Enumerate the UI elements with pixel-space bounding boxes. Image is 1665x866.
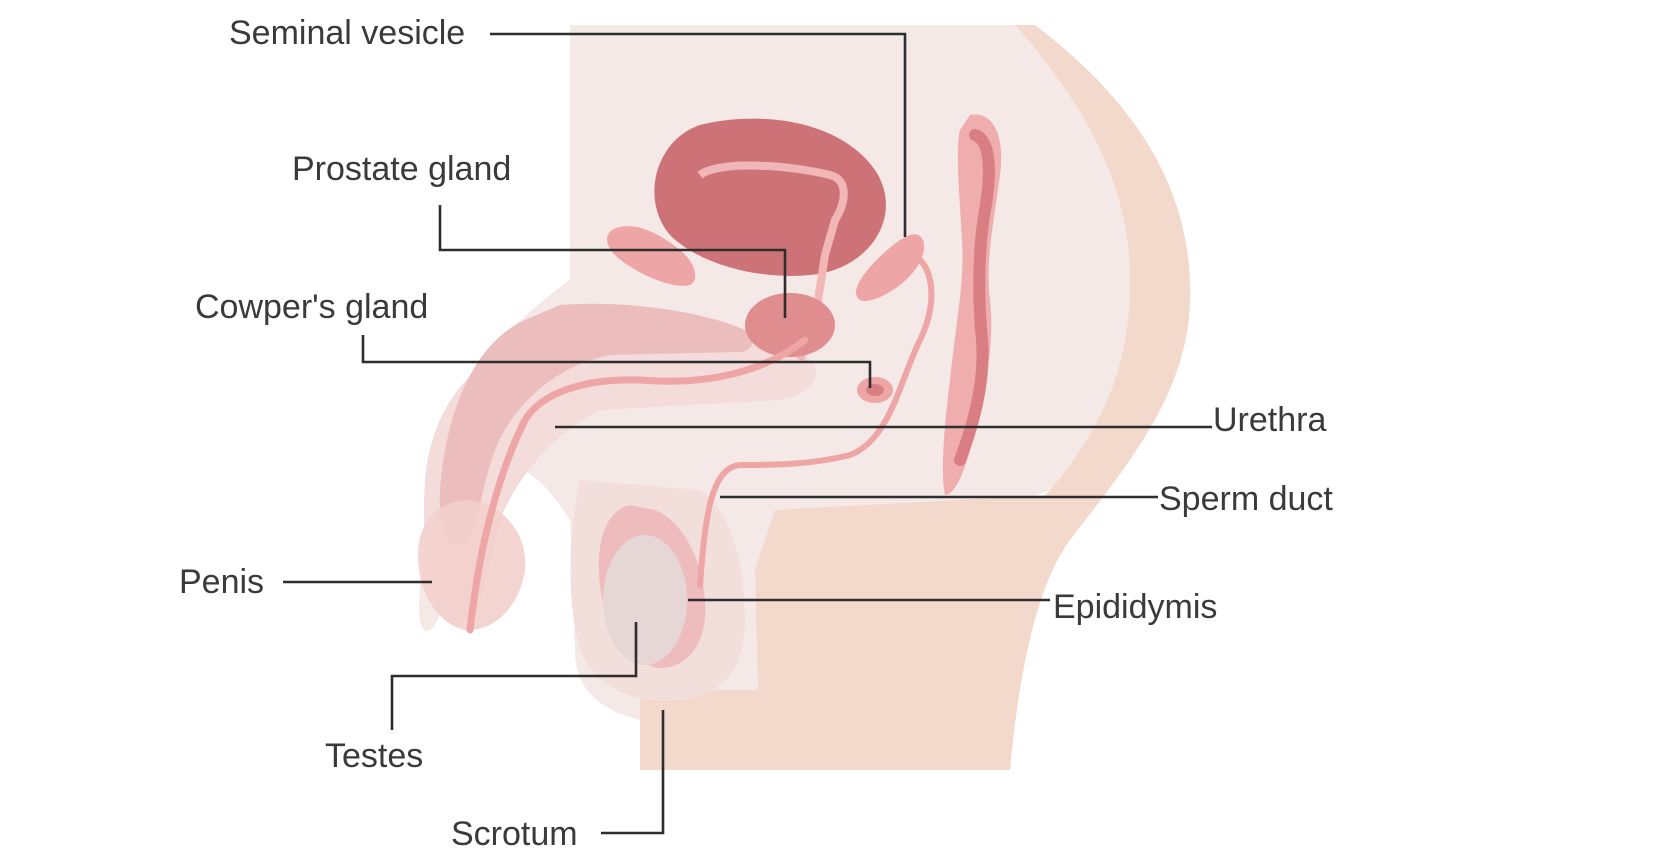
bladder-lining [697,161,848,362]
leader-lines [283,32,1212,835]
leader-testes [390,622,638,730]
label-sperm-duct: Sperm duct [1159,480,1333,518]
penis-shaft [423,345,816,626]
penis-glans [418,500,526,631]
rectum-inner [954,129,995,466]
label-penis: Penis [179,563,264,601]
prostate [745,293,835,357]
label-seminal-vesicle: Seminal vesicle [229,14,465,52]
label-testes: Testes [325,737,423,775]
labels: Seminal vesicle Prostate gland Cowper's … [179,14,1333,853]
label-scrotum: Scrotum [451,815,578,853]
leader-scrotum [601,710,665,835]
label-cowpers-gland: Cowper's gland [195,288,428,326]
pubic-bone [607,226,696,286]
leader-prostate-gland [438,205,787,318]
testis-shape [603,535,687,665]
label-prostate-gland: Prostate gland [292,150,511,188]
lower-skin [640,690,760,770]
label-urethra: Urethra [1213,401,1326,439]
label-epididymis: Epididymis [1053,588,1217,626]
sperm-duct-tube [697,247,935,588]
leader-seminal-vesicle [490,32,907,237]
urethra-tube [466,336,809,634]
erectile-tissue [439,303,753,546]
anatomy-illustration [418,25,1191,770]
thigh-skin [755,495,1050,770]
leader-cowpers-gland [361,335,872,388]
